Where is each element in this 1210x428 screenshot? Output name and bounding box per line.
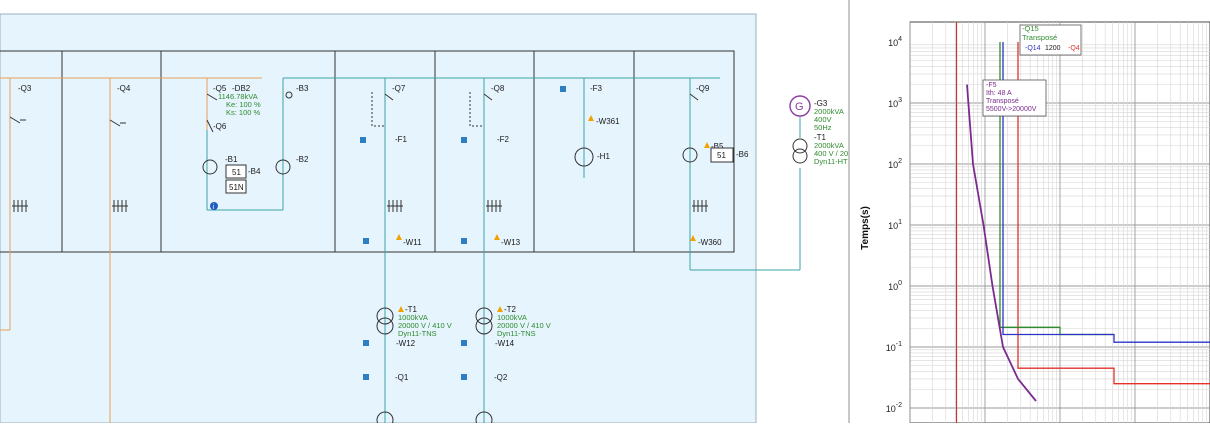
annotation-f5[interactable]: -F5 Ith: 48 A Transposé 5500V->20000V bbox=[983, 80, 1046, 116]
transformer-t2-vector: Dyn11-TNS bbox=[497, 329, 536, 338]
y-tick-label: 102 bbox=[888, 158, 902, 170]
transformer-t1-hv-vector: Dyn11-HT bbox=[814, 157, 848, 166]
annotation-f5-ith: Ith: 48 A bbox=[986, 90, 1012, 97]
relay-b4-earth-code: 51N bbox=[229, 183, 244, 192]
generator-symbol: G bbox=[795, 101, 804, 113]
sensor-b2-label: -B2 bbox=[296, 155, 309, 164]
cable-w14-label: -W14 bbox=[495, 339, 515, 348]
relay-b4-code: 51 bbox=[232, 168, 241, 177]
fuse-f2-label: -F2 bbox=[497, 135, 510, 144]
db2-ks: Ks: 100 % bbox=[226, 108, 261, 117]
annotation-q15[interactable]: -Q15 Transposé -Q14 1200 -Q4 bbox=[1020, 24, 1081, 55]
y-tick-labels: 104 103 102 101 100 10-1 10-2 bbox=[886, 36, 902, 414]
generator-g3[interactable]: G -G3 2000kVA 400V 50Hz bbox=[790, 96, 844, 132]
annotation-q14-name: -Q14 bbox=[1025, 45, 1041, 52]
load-h1-label: -H1 bbox=[597, 152, 610, 161]
y-tick-label: 10-2 bbox=[886, 402, 902, 414]
relay-b6-code: 51 bbox=[717, 151, 726, 160]
y-tick-label: 10-1 bbox=[886, 341, 902, 353]
time-current-chart-panel: 104 103 102 101 100 10-1 10-2 Temps(s) -Q15 Tr… bbox=[850, 0, 1210, 423]
fuse-f1-label: -F1 bbox=[395, 135, 408, 144]
breaker-q1-label: -Q1 bbox=[395, 373, 409, 382]
time-current-chart: 104 103 102 101 100 10-1 10-2 Temps(s) -Q15 Tr… bbox=[850, 0, 1210, 423]
fuse-f3-label: -F3 bbox=[590, 84, 603, 93]
sensor-b3-label: -B3 bbox=[296, 84, 309, 93]
breaker-q8-label: -Q8 bbox=[491, 84, 505, 93]
breaker-q7-label: -Q7 bbox=[392, 84, 406, 93]
y-tick-label: 100 bbox=[888, 280, 902, 292]
y-tick-label: 101 bbox=[888, 219, 902, 231]
relay-b6-label: -B6 bbox=[736, 150, 749, 159]
generator-g3-frequency: 50Hz bbox=[814, 123, 832, 132]
chart-grid bbox=[910, 22, 1210, 423]
breaker-q4-label: -Q4 bbox=[117, 84, 131, 93]
cable-w13-label: -W13 bbox=[501, 238, 521, 247]
transformer-t1-hv[interactable]: -T1 2000kVA 400 V / 20 Dyn11-HT bbox=[793, 133, 848, 166]
annotation-f5-voltage: 5500V->20000V bbox=[986, 106, 1037, 113]
cable-w12-label: -W12 bbox=[396, 339, 416, 348]
single-line-diagram-panel[interactable]: -Q3 -Q4 -Q5 -Q6 -DB2 1146.78kVA Ke: 100 … bbox=[0, 0, 848, 423]
breaker-q3-label: -Q3 bbox=[18, 84, 32, 93]
annotation-q4-name: -Q4 bbox=[1068, 45, 1080, 52]
breaker-q6-label: -Q6 bbox=[213, 122, 227, 131]
breaker-q9-label: -Q9 bbox=[696, 84, 710, 93]
annotation-q15-name: -Q15 bbox=[1022, 24, 1039, 33]
y-tick-label: 103 bbox=[888, 97, 902, 109]
y-tick-label: 104 bbox=[888, 36, 902, 48]
sensor-b1-label: -B1 bbox=[225, 155, 238, 164]
annotation-fragment: 1200 bbox=[1045, 45, 1061, 52]
relay-b4-label: -B4 bbox=[248, 167, 261, 176]
annotation-f5-name: -F5 bbox=[986, 82, 997, 89]
cable-w361-label: -W361 bbox=[596, 117, 620, 126]
transformer-t1-vector: Dyn11-TNS bbox=[398, 329, 437, 338]
switchboard-background bbox=[0, 14, 756, 423]
single-line-diagram[interactable]: -Q3 -Q4 -Q5 -Q6 -DB2 1146.78kVA Ke: 100 … bbox=[0, 0, 848, 423]
cable-w11-label: -W11 bbox=[403, 238, 422, 247]
annotation-q15-sub: Transposé bbox=[1022, 33, 1057, 42]
annotation-f5-transposed: Transposé bbox=[986, 98, 1019, 105]
breaker-q2-label: -Q2 bbox=[494, 373, 508, 382]
y-axis-title: Temps(s) bbox=[860, 206, 871, 250]
cable-w360-label: -W360 bbox=[698, 238, 722, 247]
